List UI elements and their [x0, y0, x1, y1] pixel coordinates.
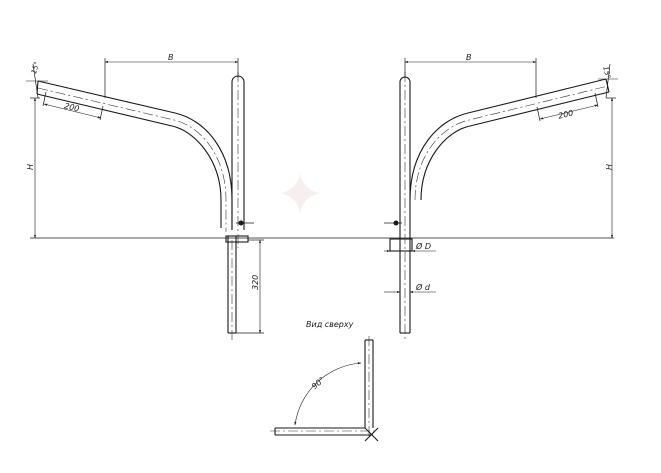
diam-inner-label: Ø d — [415, 282, 431, 292]
diam-outer-label: Ø D — [415, 241, 431, 251]
angle-right-label: 15° — [601, 66, 612, 80]
top-view-angle-label: 90° — [310, 375, 327, 391]
base-len-label: 320 — [251, 275, 260, 290]
height-right-label: H — [605, 164, 614, 170]
dim-b-left-label: B — [168, 53, 174, 62]
right-bracket: B 15° 200 H Ø D Ø d — [384, 53, 618, 340]
left-bracket: B 15° 200 H 320 — [26, 53, 264, 340]
dim-b-right-label: B — [466, 53, 472, 62]
height-left-label: H — [26, 164, 35, 170]
angle-left-label: 15° — [30, 61, 41, 75]
top-view: Вид сверху 90° — [270, 320, 379, 442]
len-left-label: 200 — [63, 101, 80, 113]
top-view-title: Вид сверху — [306, 320, 354, 329]
len-right-label: 200 — [557, 108, 574, 120]
watermark: ✦ — [275, 160, 325, 230]
